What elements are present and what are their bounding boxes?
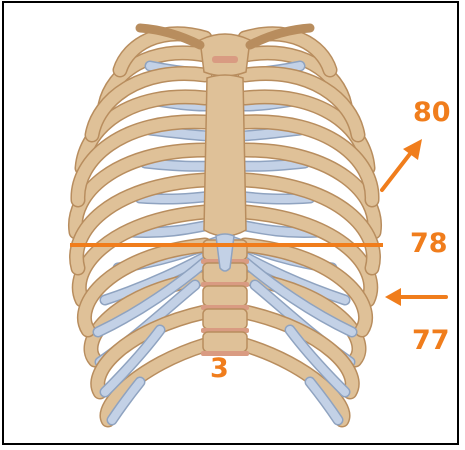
arrow-up-right-icon: [382, 139, 422, 190]
sternum-body: [204, 75, 246, 236]
sternum: [200, 34, 250, 271]
sternal-angle: [212, 56, 238, 63]
label-78: 78: [410, 230, 448, 257]
label-77: 77: [412, 327, 450, 354]
manubrium: [200, 34, 250, 76]
vertebra-label: 3: [210, 355, 229, 382]
vertebra-3: [203, 286, 247, 306]
vertebra-4: [203, 309, 247, 329]
arrow-left-icon: [385, 288, 446, 306]
vertebra-5: [203, 332, 247, 352]
label-80: 80: [413, 99, 451, 126]
